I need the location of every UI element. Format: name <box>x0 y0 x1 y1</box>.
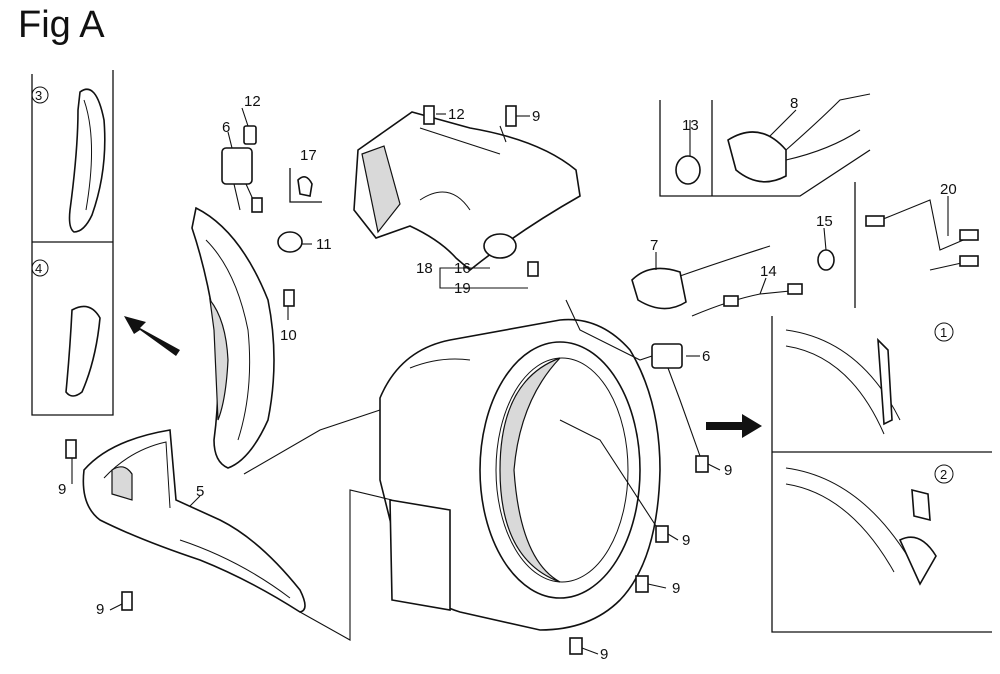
callout-5: 5 <box>196 483 204 500</box>
callout-10: 10 <box>280 327 297 344</box>
clip-17 <box>289 168 322 203</box>
callout-9-d: 9 <box>682 532 690 549</box>
bolt-12-top <box>423 105 435 125</box>
callout-9-e: 9 <box>672 580 680 597</box>
callout-12-top: 12 <box>448 106 465 123</box>
arrow-right-icon <box>706 414 762 438</box>
callout-9-f: 9 <box>600 646 608 663</box>
shroud-variant-4 <box>65 305 101 397</box>
callout-8: 8 <box>790 95 798 112</box>
bolt-9-b <box>121 591 133 611</box>
callout-9-b: 9 <box>96 601 104 618</box>
part-13 <box>675 155 701 185</box>
grommet-11 <box>277 231 303 253</box>
callout-14: 14 <box>760 263 777 280</box>
inset-13-8 <box>659 93 871 197</box>
clip-15 <box>817 249 835 271</box>
bolt-9-a <box>65 439 77 459</box>
duct-flap <box>389 499 451 611</box>
bolt-9-c <box>695 455 709 473</box>
arrow-left-icon <box>124 316 180 356</box>
callout-6-top: 6 <box>222 119 230 136</box>
callout-3: 3 <box>35 88 42 103</box>
callout-4: 4 <box>35 261 42 276</box>
inset-variant-1-2: 1 2 <box>771 316 992 633</box>
grommet-16 <box>483 233 517 259</box>
figure-title: Fig A <box>18 4 105 46</box>
head-shroud-part <box>191 206 275 469</box>
callout-9-c: 9 <box>724 462 732 479</box>
callout-9-a: 9 <box>58 481 66 498</box>
callout-16: 16 <box>454 260 471 277</box>
part-8-body <box>727 131 787 183</box>
callout-12-left: 12 <box>244 93 261 110</box>
inset-20 <box>854 182 979 308</box>
callout-2: 2 <box>940 467 947 482</box>
callout-20: 20 <box>940 181 957 198</box>
callout-11: 11 <box>316 236 332 253</box>
callout-15: 15 <box>816 213 833 230</box>
ignition-module-6-top <box>221 147 263 213</box>
bolt-10 <box>283 289 295 307</box>
bolt-9-f <box>569 637 583 655</box>
control-bracket <box>353 111 581 277</box>
callout-17: 17 <box>300 147 317 164</box>
module-6-right <box>651 343 683 369</box>
callout-1: 1 <box>940 325 947 340</box>
wire-harness-14 <box>691 283 803 317</box>
bolt-19 <box>527 261 539 277</box>
callout-18: 18 <box>416 260 433 277</box>
leader-lines <box>71 107 949 655</box>
ignition-coil-7 <box>631 245 771 310</box>
bolt-9-e <box>635 575 649 593</box>
bolt-9-d <box>655 525 669 543</box>
bolt-9-top <box>505 105 517 127</box>
inset-variant-3-4: 3 4 <box>31 70 114 416</box>
callout-9-top: 9 <box>532 108 540 125</box>
callout-7: 7 <box>650 237 658 254</box>
bolt-12-left <box>243 125 257 145</box>
fan-cover-housing <box>379 318 661 631</box>
callout-19: 19 <box>454 280 471 297</box>
callout-6-right: 6 <box>702 348 710 365</box>
shroud-variant-3 <box>68 88 106 233</box>
callout-13: 13 <box>682 117 699 134</box>
